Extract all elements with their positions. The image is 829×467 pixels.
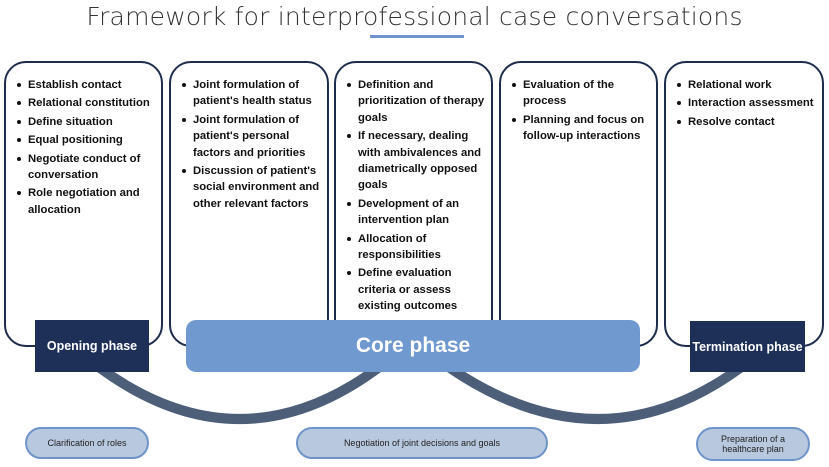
core-2-list: Definition and prioritization of therapy…: [346, 77, 485, 315]
outcome-negotiation-of-joint-decisions: Negotiation of joint decisions and goals: [296, 427, 548, 459]
list-item: Discussion of patient's social environme…: [181, 163, 321, 212]
column-termination: Relational work Interaction assessment R…: [664, 61, 824, 347]
list-item: Definition and prioritization of therapy…: [346, 77, 485, 126]
list-item: Relational work: [676, 77, 816, 93]
core-3-list: Evaluation of the process Planning and f…: [511, 77, 650, 145]
list-item: If necessary, dealing with ambivalences …: [346, 128, 485, 194]
list-item: Define evaluation criteria or assess exi…: [346, 265, 485, 314]
column-core-3: Evaluation of the process Planning and f…: [499, 61, 658, 347]
arc-left: [95, 363, 383, 424]
termination-phase-label: Termination phase: [690, 321, 805, 372]
list-item: Establish contact: [16, 77, 155, 93]
list-item: Planning and focus on follow-up interact…: [511, 112, 650, 145]
list-item: Role negotiation and allocation: [16, 185, 155, 218]
list-item: Interaction assessment: [676, 95, 816, 111]
list-item: Allocation of responsibilities: [346, 231, 485, 264]
opening-list: Establish contact Relational constitutio…: [16, 77, 155, 218]
list-item: Development of an intervention plan: [346, 196, 485, 229]
outcome-preparation-of-healthcare-plan: Preparation of a healthcare plan: [696, 427, 810, 461]
list-item: Resolve contact: [676, 114, 816, 130]
list-item: Equal positioning: [16, 132, 155, 148]
column-core-1: Joint formulation of patient's health st…: [169, 61, 329, 347]
termination-list: Relational work Interaction assessment R…: [676, 77, 816, 130]
list-item: Evaluation of the process: [511, 77, 650, 110]
core-phase-bar: Core phase: [186, 320, 640, 372]
diagram-title: Framework for interprofessional case con…: [86, 2, 743, 31]
arc-right: [445, 363, 745, 424]
list-item: Relational constitution: [16, 95, 155, 111]
opening-phase-label: Opening phase: [35, 320, 149, 372]
title-underline: [370, 35, 464, 38]
column-opening: Establish contact Relational constitutio…: [4, 61, 163, 347]
column-core-2: Definition and prioritization of therapy…: [334, 61, 493, 347]
list-item: Joint formulation of patient's health st…: [181, 77, 321, 110]
list-item: Joint formulation of patient's personal …: [181, 112, 321, 161]
core-1-list: Joint formulation of patient's health st…: [181, 77, 321, 212]
list-item: Define situation: [16, 114, 155, 130]
outcome-clarification-of-roles: Clarification of roles: [25, 427, 149, 459]
list-item: Negotiate conduct of conversation: [16, 151, 155, 184]
